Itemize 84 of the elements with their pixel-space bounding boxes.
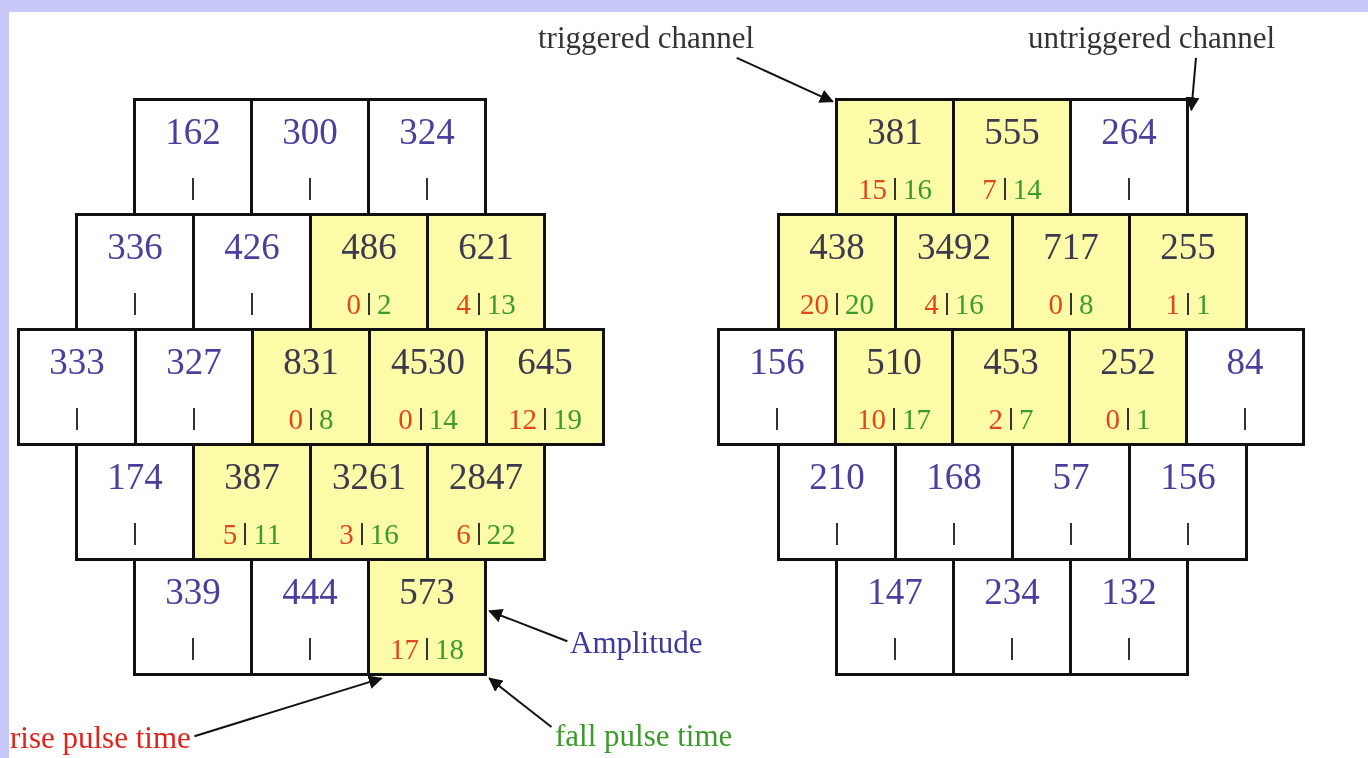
- leader-arrow: [193, 675, 383, 738]
- amplitude-value: 255: [1159, 226, 1217, 268]
- rise-time-value: 10: [857, 402, 886, 436]
- amplitude-value: 84: [1225, 341, 1265, 383]
- amplitude-value: 336: [106, 226, 164, 268]
- amplitude-value: 717: [1042, 226, 1100, 268]
- rise-time-value: 15: [858, 172, 887, 206]
- rise-time-value: 2: [988, 402, 1003, 436]
- fall-time-value: 19: [553, 402, 582, 436]
- amplitude-value: 339: [164, 571, 222, 613]
- rise-time-value: 20: [800, 287, 829, 321]
- callout-label: rise pulse time: [10, 720, 191, 756]
- fall-time-value: 8: [319, 402, 334, 436]
- amplitude-value: 252: [1099, 341, 1157, 383]
- rise-time-value: 12: [508, 402, 537, 436]
- amplitude-value: 573: [398, 571, 456, 613]
- rise-time-value: 5: [222, 517, 238, 551]
- leader-arrow: [488, 609, 569, 643]
- amplitude-value: 831: [282, 341, 340, 383]
- amplitude-value: 300: [281, 111, 339, 153]
- amplitude-value: 645: [516, 341, 574, 383]
- amplitude-value: 387: [223, 456, 281, 498]
- amplitude-value: 486: [340, 226, 398, 268]
- amplitude-value: 3492: [916, 226, 992, 268]
- amplitude-value: 2847: [448, 456, 524, 498]
- amplitude-value: 4530: [390, 341, 466, 383]
- callout-label: untriggered channel: [1028, 20, 1276, 56]
- fall-time-value: 16: [369, 517, 399, 551]
- amplitude-value: 426: [223, 226, 281, 268]
- fall-time-value: 16: [903, 172, 932, 206]
- callout-label: Amplitude: [570, 625, 703, 661]
- rise-time-value: 17: [390, 632, 419, 666]
- callout-label: fall pulse time: [555, 718, 733, 754]
- fall-time-value: 8: [1079, 287, 1094, 321]
- amplitude-value: 324: [398, 111, 456, 153]
- callout-label: triggered channel: [538, 20, 755, 56]
- amplitude-value: 174: [106, 456, 164, 498]
- fall-time-value: 14: [1012, 172, 1042, 206]
- amplitude-value: 210: [808, 456, 866, 498]
- rise-time-value: 7: [982, 172, 997, 206]
- amplitude-value: 381: [866, 111, 924, 153]
- rise-time-value: 0: [1105, 402, 1120, 436]
- fall-time-value: 2: [377, 287, 392, 321]
- fall-time-value: 13: [486, 287, 516, 321]
- rise-time-value: 1: [1165, 287, 1180, 321]
- amplitude-value: 132: [1100, 571, 1158, 613]
- fall-time-value: 7: [1019, 402, 1034, 436]
- amplitude-value: 156: [748, 341, 806, 383]
- amplitude-value: 444: [281, 571, 339, 613]
- rise-time-value: 4: [456, 287, 471, 321]
- amplitude-value: 438: [808, 226, 866, 268]
- fall-time-value: 14: [428, 402, 458, 436]
- amplitude-value: 57: [1051, 456, 1091, 498]
- rise-time-value: 0: [398, 402, 413, 436]
- rise-time-value: 0: [1048, 287, 1063, 321]
- amplitude-value: 327: [165, 341, 223, 383]
- amplitude-value: 147: [866, 571, 924, 613]
- leader-arrow: [488, 677, 553, 728]
- leader-arrow: [735, 56, 834, 103]
- fall-time-value: 16: [954, 287, 984, 321]
- fall-time-value: 18: [435, 632, 464, 666]
- rise-time-value: 3: [339, 517, 354, 551]
- fall-time-value: 1: [1136, 402, 1151, 436]
- fall-time-value: 20: [845, 287, 874, 321]
- amplitude-value: 621: [457, 226, 515, 268]
- rise-time-value: 0: [346, 287, 361, 321]
- rise-time-value: 0: [288, 402, 303, 436]
- amplitude-value: 264: [1100, 111, 1158, 153]
- amplitude-value: 168: [925, 456, 983, 498]
- amplitude-value: 453: [982, 341, 1040, 383]
- leader-arrow: [1185, 56, 1200, 112]
- fall-time-value: 17: [902, 402, 931, 436]
- amplitude-value: 333: [48, 341, 106, 383]
- amplitude-value: 3261: [331, 456, 407, 498]
- rise-time-value: 4: [924, 287, 939, 321]
- fall-time-value: 1: [1196, 287, 1211, 321]
- amplitude-value: 156: [1159, 456, 1217, 498]
- rise-time-value: 6: [456, 517, 471, 551]
- amplitude-value: 162: [164, 111, 222, 153]
- fall-time-value: 11: [253, 517, 282, 551]
- fall-time-value: 22: [486, 517, 516, 551]
- amplitude-value: 234: [983, 571, 1041, 613]
- amplitude-value: 510: [865, 341, 923, 383]
- amplitude-value: 555: [983, 111, 1041, 153]
